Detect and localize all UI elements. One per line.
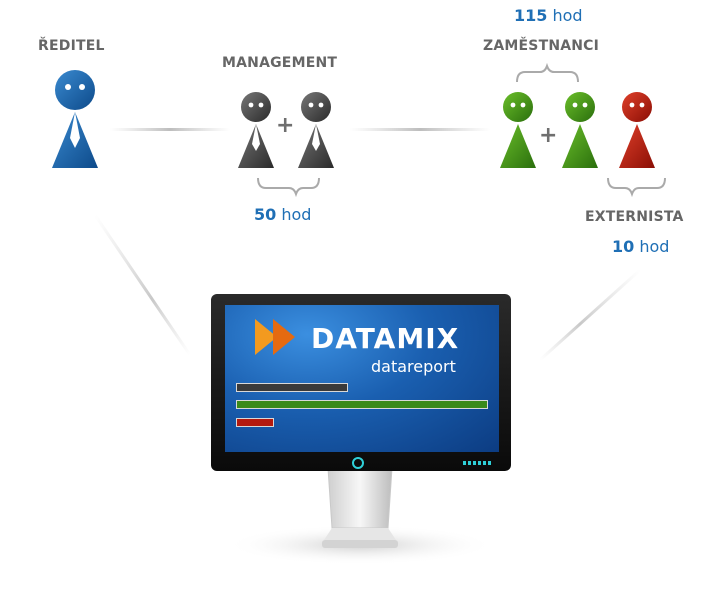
hours-value: 50 [254, 205, 277, 224]
director-label: ŘEDITEL [38, 38, 105, 54]
hours-unit: hod [639, 237, 670, 256]
brand-name: DATAMIX [311, 322, 460, 355]
externals-brace [607, 177, 666, 198]
director-figure-icon [52, 70, 98, 168]
management-hours: 50 hod [254, 205, 311, 224]
status-lights [463, 461, 491, 465]
hours-value: 10 [612, 237, 635, 256]
management-brace [257, 177, 320, 198]
plus-sign-management: + [276, 113, 295, 138]
employee-figure-icon [562, 92, 598, 168]
externals-label: EXTERNISTA [585, 209, 684, 225]
play-arrows-logo-icon [255, 319, 295, 355]
employees-hours: 115 hod [514, 6, 583, 25]
externals-hours: 10 hod [612, 237, 669, 256]
hours-value: 115 [514, 6, 548, 25]
product-name: datareport [371, 357, 456, 376]
management-hours-bar [236, 383, 348, 392]
employees-label: ZAMĚSTNANCI [483, 38, 600, 54]
hours-unit: hod [552, 6, 583, 25]
director-monitor-line [93, 214, 192, 356]
externals-hours-bar [236, 418, 274, 427]
director-management-line [110, 128, 230, 131]
management-employees-line [350, 128, 490, 131]
management-label: MANAGEMENT [222, 55, 338, 71]
employees-hours-bar [236, 400, 488, 409]
manager-figure-icon [238, 92, 274, 168]
manager-figure-icon [298, 92, 334, 168]
plus-sign-employees: + [539, 123, 558, 148]
monitor-stand [322, 467, 398, 548]
employee-figure-icon [500, 92, 536, 168]
power-button[interactable] [352, 457, 364, 469]
hours-unit: hod [281, 205, 312, 224]
external-figure-icon [619, 92, 655, 168]
externals-monitor-line [538, 268, 642, 362]
monitor-screen: DATAMIX datareport [225, 305, 499, 452]
employees-brace [516, 62, 579, 83]
